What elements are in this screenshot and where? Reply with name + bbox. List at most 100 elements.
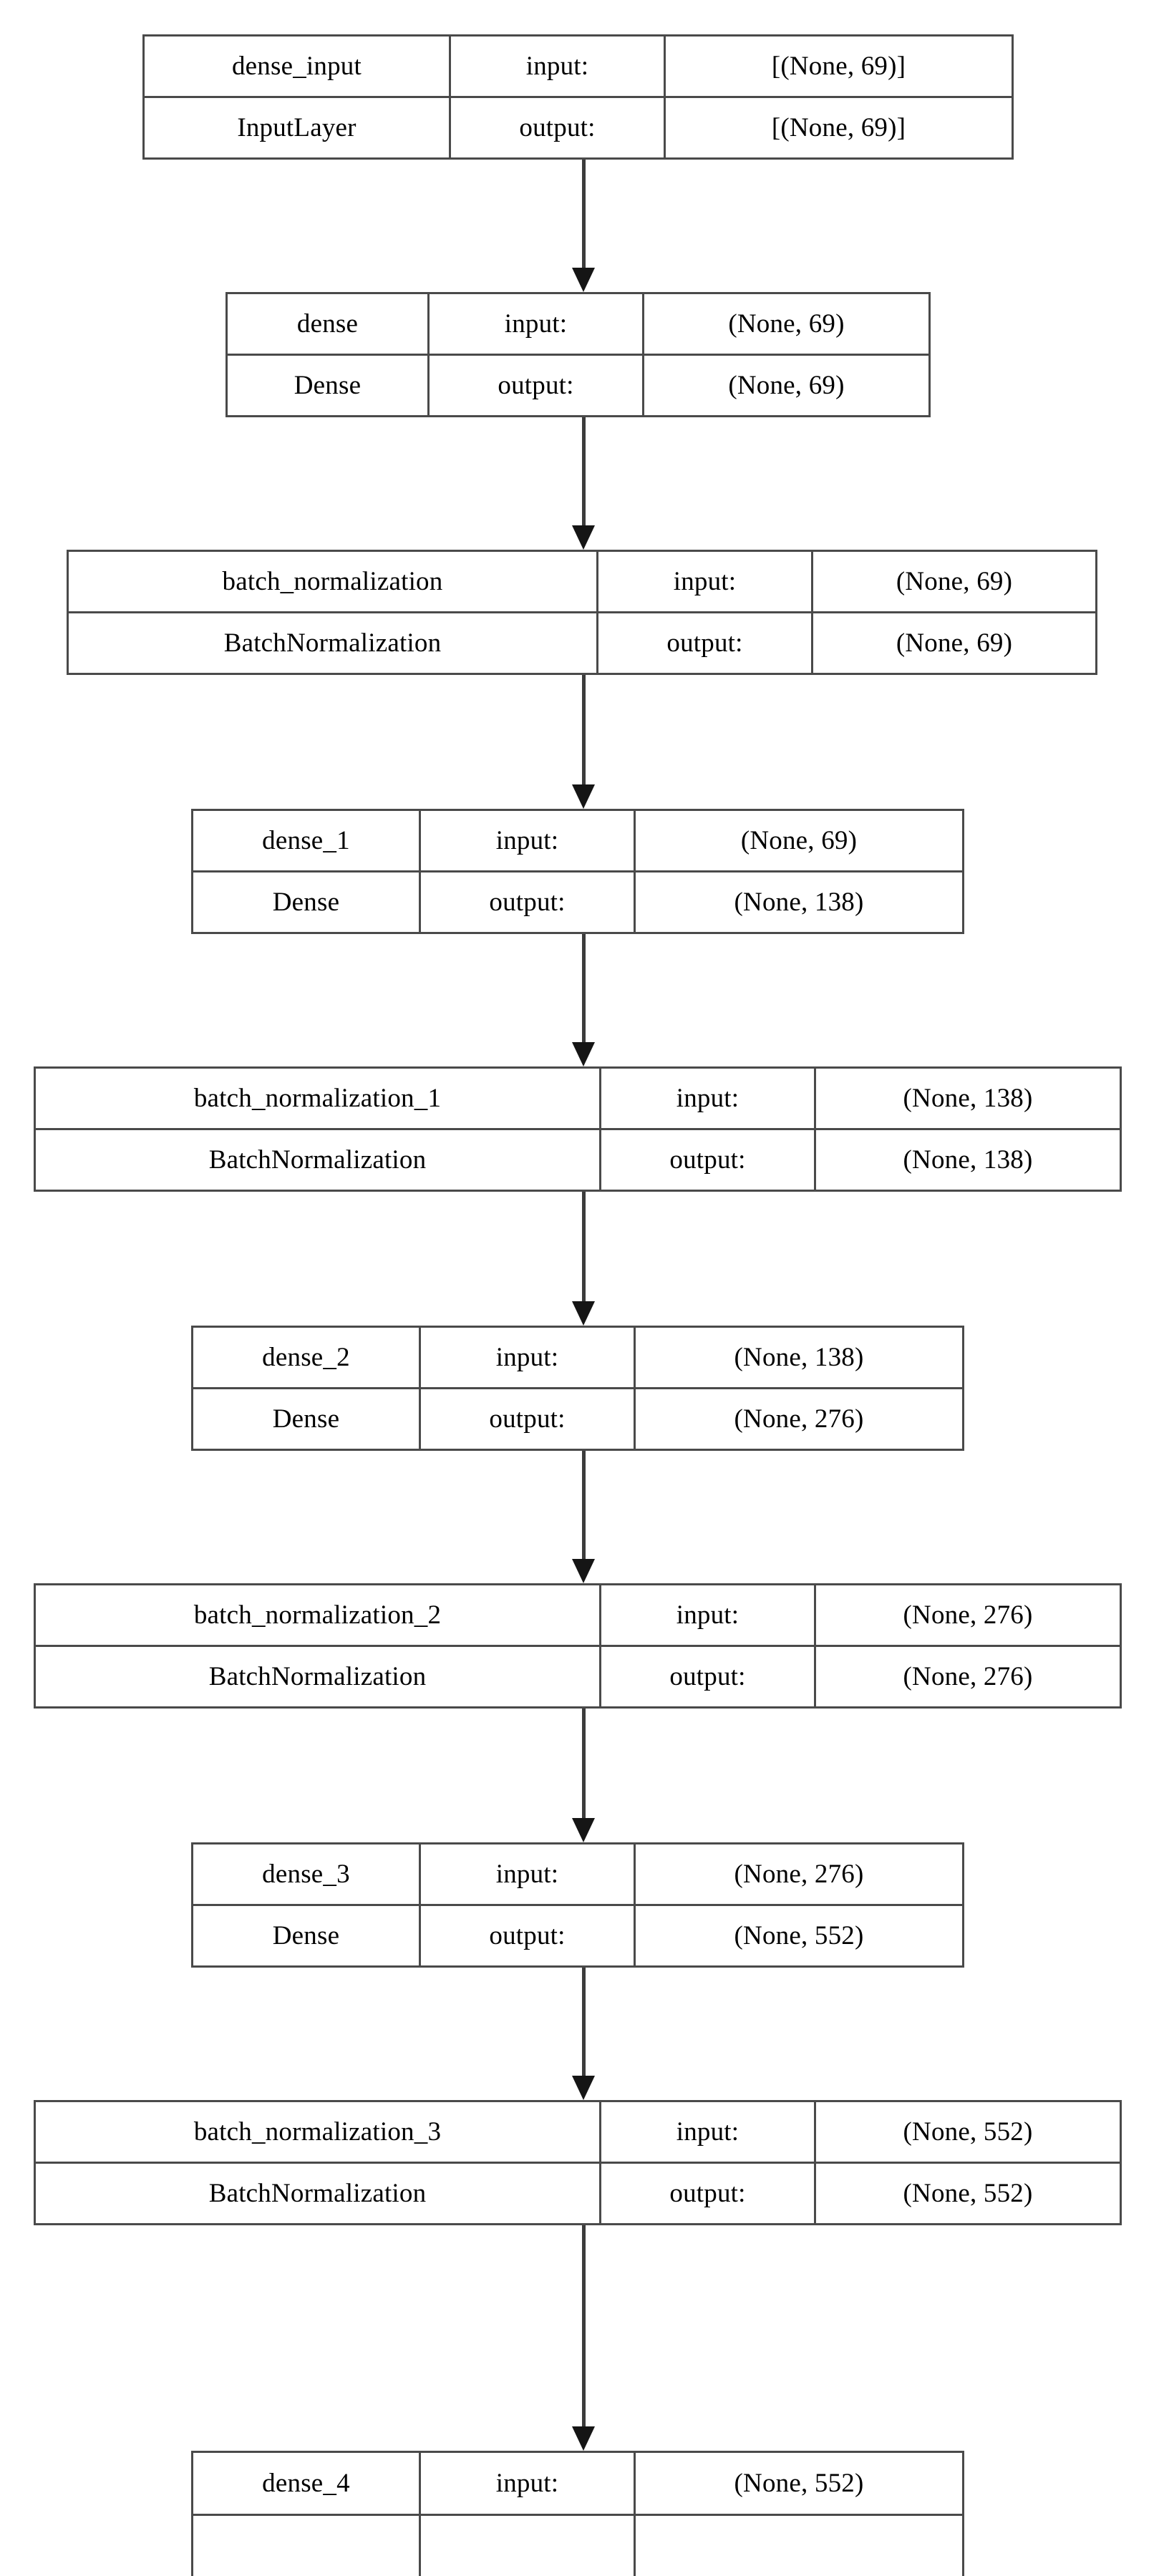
layer-name: batch_normalization_2 — [36, 1585, 601, 1645]
layer-name: dense_input — [145, 37, 451, 96]
layer-type: Dense — [193, 1906, 421, 1965]
layer-type: InputLayer — [145, 98, 451, 157]
input-label: input: — [601, 2102, 816, 2162]
input-label: input: — [598, 552, 813, 611]
input-shape-value: (None, 552) — [816, 2102, 1120, 2162]
input-label: input: — [601, 1585, 816, 1645]
edge-arrowhead-icon — [572, 2426, 595, 2451]
output-label — [421, 2516, 636, 2576]
input-shape-value: (None, 276) — [636, 1844, 962, 1904]
layer-type: BatchNormalization — [36, 1130, 601, 1190]
edge-arrowhead-icon — [572, 1818, 595, 1842]
input-shape-value: (None, 69) — [644, 294, 928, 354]
output-label: output: — [598, 613, 813, 673]
edge-arrow-line — [582, 675, 586, 789]
edge-arrowhead-icon — [572, 784, 595, 809]
input-label: input: — [421, 1844, 636, 1904]
layer-type: Dense — [193, 873, 421, 932]
output-label: output: — [601, 1130, 816, 1190]
layer-output-row — [193, 2516, 962, 2576]
edge-arrow-line — [582, 2225, 586, 2431]
input-shape-value: (None, 69) — [813, 552, 1095, 611]
edge-arrowhead-icon — [572, 268, 595, 292]
output-shape-value — [636, 2516, 962, 2576]
input-label: input: — [430, 294, 644, 354]
layer-type: BatchNormalization — [36, 2164, 601, 2223]
output-label: output: — [601, 2164, 816, 2223]
output-label: output: — [421, 1389, 636, 1449]
layer-name: dense_1 — [193, 811, 421, 870]
output-shape-value: (None, 276) — [636, 1389, 962, 1449]
layer-type — [193, 2516, 421, 2576]
output-shape-value: (None, 69) — [813, 613, 1095, 673]
input-shape-value: (None, 138) — [636, 1328, 962, 1387]
edge-arrow-line — [582, 417, 586, 530]
input-shape-value: (None, 138) — [816, 1069, 1120, 1128]
layer-type: BatchNormalization — [69, 613, 598, 673]
layer-name: batch_normalization — [69, 552, 598, 611]
edge-arrowhead-icon — [572, 2076, 595, 2100]
output-shape-value: (None, 552) — [636, 1906, 962, 1965]
edge-arrow-line — [582, 1968, 586, 2080]
layer-name: dense — [228, 294, 430, 354]
layer-name: batch_normalization_3 — [36, 2102, 601, 2162]
output-shape-value: (None, 138) — [816, 1130, 1120, 1190]
edge-arrowhead-icon — [572, 1301, 595, 1326]
edge-arrowhead-icon — [572, 525, 595, 550]
edge-arrowhead-icon — [572, 1559, 595, 1583]
output-shape-value: (None, 276) — [816, 1647, 1120, 1706]
input-label: input: — [451, 37, 666, 96]
input-shape-value: (None, 276) — [816, 1585, 1120, 1645]
input-shape-value: [(None, 69)] — [666, 37, 1012, 96]
input-label: input: — [601, 1069, 816, 1128]
layer-type: Dense — [228, 356, 430, 415]
output-shape-value: [(None, 69)] — [666, 98, 1012, 157]
edge-arrow-line — [582, 160, 586, 272]
layer-type: Dense — [193, 1389, 421, 1449]
output-label: output: — [430, 356, 644, 415]
layer-type: BatchNormalization — [36, 1647, 601, 1706]
input-label: input: — [421, 811, 636, 870]
output-label: output: — [421, 1906, 636, 1965]
input-label: input: — [421, 1328, 636, 1387]
output-label: output: — [421, 873, 636, 932]
edge-arrow-line — [582, 1192, 586, 1306]
layer-name: dense_3 — [193, 1844, 421, 1904]
output-shape-value: (None, 138) — [636, 873, 962, 932]
output-shape-value: (None, 69) — [644, 356, 928, 415]
output-label: output: — [451, 98, 666, 157]
edge-arrowhead-icon — [572, 1042, 595, 1066]
input-shape-value: (None, 69) — [636, 811, 962, 870]
output-shape-value: (None, 552) — [816, 2164, 1120, 2223]
edge-arrow-line — [582, 1709, 586, 1822]
edge-arrow-line — [582, 934, 586, 1046]
